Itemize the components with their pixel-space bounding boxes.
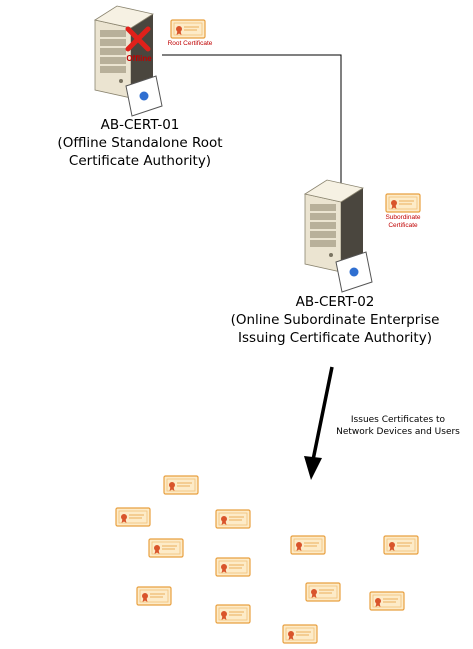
issue-note-line-2: Network Devices and Users — [336, 427, 460, 437]
offline-status-label: Offline — [126, 54, 152, 63]
root-server-desc-1: (Offline Standalone Root — [57, 135, 223, 151]
connector-line — [162, 54, 342, 186]
issued-cert-icon — [282, 624, 318, 644]
issue-note-line-1: Issues Certificates to — [350, 415, 446, 425]
offline-x-icon — [125, 26, 151, 52]
issued-cert-icon — [369, 591, 405, 611]
issued-cert-icon — [215, 557, 251, 577]
sub-server-desc-1: (Online Subordinate Enterprise — [230, 312, 440, 328]
issued-cert-icon — [215, 604, 251, 624]
issued-cert-icon — [215, 509, 251, 529]
issued-cert-icon — [163, 475, 199, 495]
root-certificate-icon — [170, 19, 206, 39]
issued-cert-icon — [148, 538, 184, 558]
sub-server-name: AB-CERT-02 — [295, 294, 375, 310]
subordinate-certificate-label-2: Certificate — [388, 222, 418, 229]
root-certificate-label: Root Certificate — [167, 40, 213, 47]
root-server-desc-2: Certificate Authority) — [68, 153, 212, 169]
subordinate-certificate-label-1: Subordinate — [385, 214, 421, 221]
sub-server-desc-2: Issuing Certificate Authority) — [238, 330, 432, 346]
issued-cert-icon — [136, 586, 172, 606]
issued-cert-icon — [305, 582, 341, 602]
issue-arrow — [304, 366, 334, 480]
issued-cert-icon — [115, 507, 151, 527]
issued-cert-icon — [290, 535, 326, 555]
root-server-name: AB-CERT-01 — [100, 117, 180, 133]
issued-cert-icon — [383, 535, 419, 555]
subordinate-certificate-icon — [385, 193, 421, 213]
